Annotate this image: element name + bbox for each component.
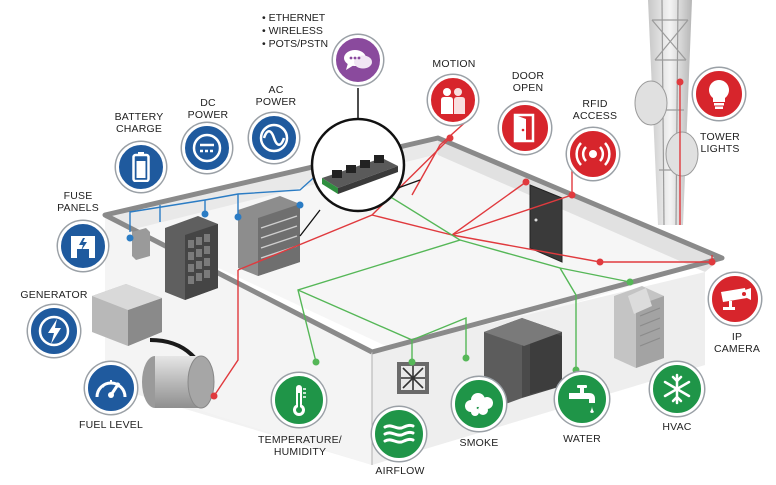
fuel-tank	[142, 355, 215, 409]
power-wiring	[129, 171, 321, 232]
hvac-unit	[614, 286, 664, 368]
dc-power-label: DC POWER	[187, 97, 229, 121]
comms-bullet-list: • ETHERNET • WIRELESS • POTS/PSTN	[262, 12, 329, 50]
security-camera-icon	[709, 273, 761, 325]
tower-lights-label: TOWER LIGHTS	[700, 131, 740, 155]
gauge-icon	[85, 362, 137, 414]
airflow-vent	[397, 362, 429, 394]
fuse-box	[132, 228, 150, 260]
door-open-label: DOOR OPEN	[511, 70, 545, 94]
battery-icon	[116, 142, 166, 192]
wire-nodes	[126, 78, 716, 400]
hvac-label: HVAC	[662, 421, 692, 433]
rfid-signal-icon	[567, 128, 619, 180]
speech-bubbles-icon	[333, 35, 383, 85]
lightning-icon	[28, 305, 80, 357]
wind-icon	[372, 407, 426, 461]
temperature-humidity-label: TEMPERATURE/ HUMIDITY	[258, 434, 342, 458]
ip-camera-label: IP CAMERA	[713, 331, 761, 355]
water-label: WATER	[563, 433, 601, 445]
generator-label: GENERATOR	[20, 289, 88, 301]
thermometer-icon	[272, 373, 326, 427]
remote-monitoring-unit	[310, 117, 406, 213]
server-cabinets	[484, 318, 562, 412]
snowflake-icon	[650, 362, 704, 416]
cell-tower	[634, 0, 699, 226]
door	[529, 184, 563, 263]
battery-charge-label: BATTERY CHARGE	[114, 111, 164, 135]
ac-power-label: AC POWER	[255, 84, 297, 108]
sine-wave-icon	[249, 113, 299, 163]
power-rack	[238, 196, 300, 276]
rfid-access-label: RFID ACCESS	[572, 98, 618, 122]
smoke-icon	[452, 377, 506, 431]
motion-label: MOTION	[432, 58, 476, 70]
people-icon	[428, 75, 478, 125]
battery-rack	[165, 216, 218, 300]
environment-wiring	[297, 177, 631, 370]
smoke-label: SMOKE	[459, 437, 499, 449]
back-wall-right	[438, 138, 722, 272]
generator	[92, 284, 162, 346]
airflow-label: AIRFLOW	[375, 465, 425, 477]
fuse-panel-icon	[58, 221, 108, 271]
open-door-icon	[499, 102, 551, 154]
fuse-panels-label: FUSE PANELS	[57, 190, 99, 214]
light-bulb-icon	[693, 68, 745, 120]
fuel-level-label: FUEL LEVEL	[78, 419, 144, 431]
dc-power-icon	[182, 123, 232, 173]
faucet-icon	[555, 372, 609, 426]
